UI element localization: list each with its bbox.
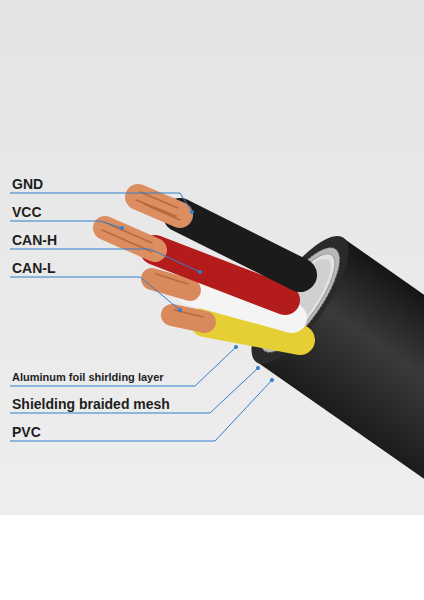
signal-name: VCC	[12, 205, 42, 219]
leader-line	[10, 277, 180, 310]
signal-name: CAN-H	[12, 233, 57, 247]
copper-strands	[152, 279, 190, 290]
part-name: Aluminum foil shirlding layer	[12, 372, 164, 383]
black-wire	[180, 215, 300, 275]
leader-dot	[198, 270, 202, 274]
leader-dot	[270, 378, 274, 382]
part-name: Shielding braided mesh	[12, 397, 170, 411]
leader-dot	[190, 210, 194, 214]
leader-dots	[120, 210, 274, 382]
leader-dot	[234, 345, 238, 349]
background-panel	[0, 515, 424, 600]
leader-line	[10, 368, 258, 413]
wire-bundle	[102, 192, 300, 340]
copper-strands	[105, 228, 155, 250]
leader-line	[10, 380, 272, 441]
leader-lines	[10, 193, 272, 441]
leader-dot	[178, 308, 182, 312]
leader-line	[10, 347, 236, 386]
leader-dot	[256, 366, 260, 370]
strand-lines	[102, 192, 203, 317]
leader-line	[10, 221, 122, 228]
signal-name: GND	[12, 177, 43, 191]
leader-dot	[120, 226, 124, 230]
signal-name: CAN-L	[12, 261, 56, 275]
part-name: PVC	[12, 425, 41, 439]
